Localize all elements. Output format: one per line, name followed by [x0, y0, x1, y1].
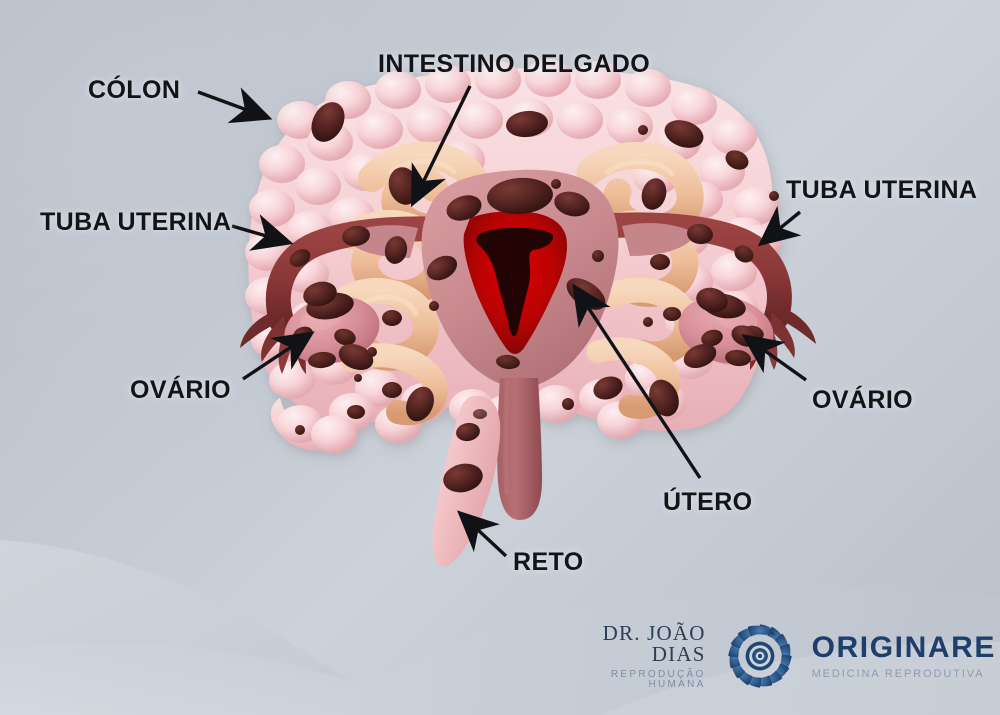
arrow-reto: [457, 510, 508, 558]
label-utero: ÚTERO: [663, 488, 753, 516]
rectum-structure: [432, 395, 501, 567]
label-reto: RETO: [513, 548, 584, 576]
label-ovario-right: OVÁRIO: [812, 386, 914, 414]
arrow-ovario-right: [741, 334, 807, 382]
footer-branding: DR. JOÃO DIAS REPRODUÇÃO HUMANA: [600, 612, 996, 700]
label-intestino-delgado: INTESTINO DELGADO: [378, 50, 651, 78]
joao-dias-name: DR. JOÃO DIAS: [602, 620, 706, 666]
label-tuba-uterina-left: TUBA UTERINA: [40, 208, 232, 236]
brand-originare: ORIGINARE MEDICINA REPRODUTIVA: [810, 630, 996, 680]
spiral-shell-icon: [727, 624, 792, 688]
brand-joao-dias: DR. JOÃO DIAS REPRODUÇÃO HUMANA: [600, 620, 710, 690]
arrow-tuba-left: [231, 214, 294, 251]
colon-lesions: [289, 102, 779, 435]
originare-name: ORIGINARE: [811, 630, 996, 664]
label-tuba-uterina-right: TUBA UTERINA: [786, 176, 978, 204]
label-colon: CÓLON: [88, 76, 181, 104]
arrow-tuba-right: [757, 205, 802, 247]
arrow-utero: [572, 283, 702, 479]
joao-dias-tagline: REPRODUÇÃO HUMANA: [610, 668, 706, 690]
uterus-structure: [344, 169, 696, 520]
arrow-ovario-left: [242, 331, 315, 381]
arrow-intestino: [411, 85, 472, 208]
arrow-colon: [197, 87, 273, 124]
label-ovario-left: OVÁRIO: [130, 376, 232, 404]
originare-tagline: MEDICINA REPRODUTIVA: [811, 667, 985, 680]
